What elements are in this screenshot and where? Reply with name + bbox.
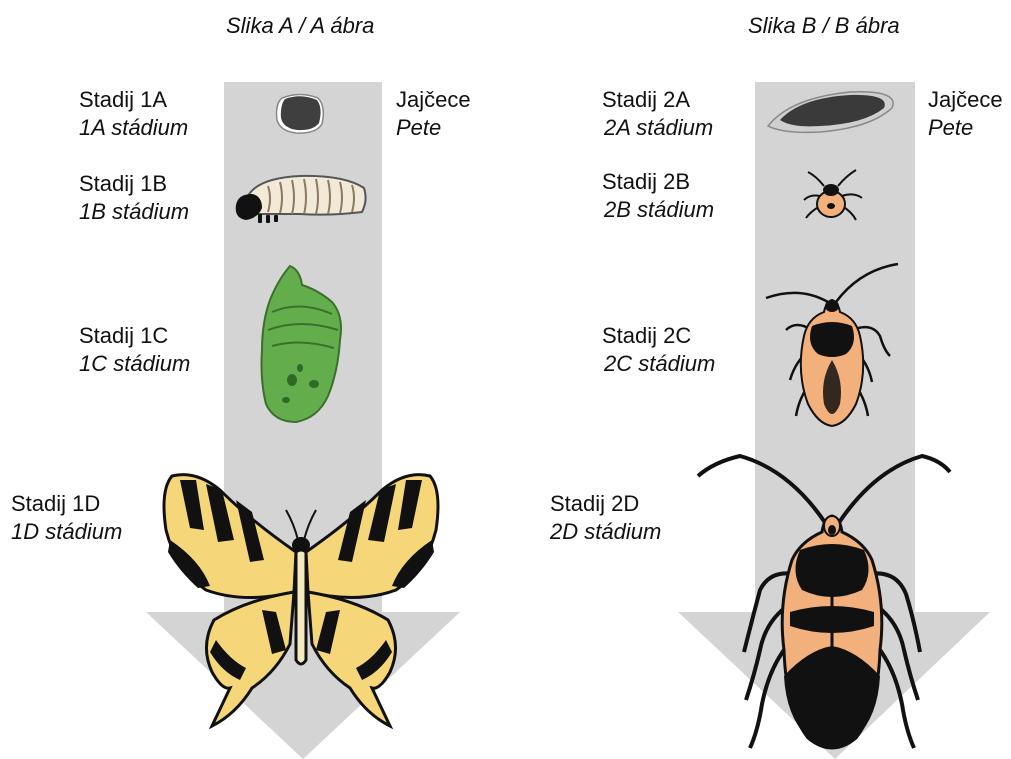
egg-label-b: Jajčece	[928, 86, 1003, 114]
egg-label-a-hu: Pete	[396, 114, 441, 142]
stage-2b-label-hu: 2B stádium	[604, 196, 714, 224]
stage-1d-label-hu: 1D stádium	[11, 518, 122, 546]
stage-2d-label: Stadij 2D	[550, 490, 639, 518]
figure-b-title: Slika B / B ábra	[748, 12, 900, 40]
stage-2a-label-hu: 2A stádium	[604, 114, 713, 142]
stage-1b-label: Stadij 1B	[79, 170, 167, 198]
egg-label-b-hu: Pete	[928, 114, 973, 142]
egg-label-a: Jajčece	[396, 86, 471, 114]
stage-2c-label-hu: 2C stádium	[604, 350, 715, 378]
stage-1b-label-hu: 1B stádium	[79, 198, 189, 226]
stage-1a-label-hu: 1A stádium	[79, 114, 188, 142]
butterfly-egg-icon	[277, 95, 324, 134]
stage-2d-label-hu: 2D stádium	[550, 518, 661, 546]
stage-2a-label: Stadij 2A	[602, 86, 690, 114]
stage-1c-label-hu: 1C stádium	[79, 350, 190, 378]
stage-2c-label: Stadij 2C	[602, 322, 691, 350]
stage-1c-label: Stadij 1C	[79, 322, 168, 350]
stage-2b-label: Stadij 2B	[602, 168, 690, 196]
stage-1d-label: Stadij 1D	[11, 490, 100, 518]
figure-a-title: Slika A / A ábra	[226, 12, 374, 40]
stage-1a-label: Stadij 1A	[79, 86, 167, 114]
